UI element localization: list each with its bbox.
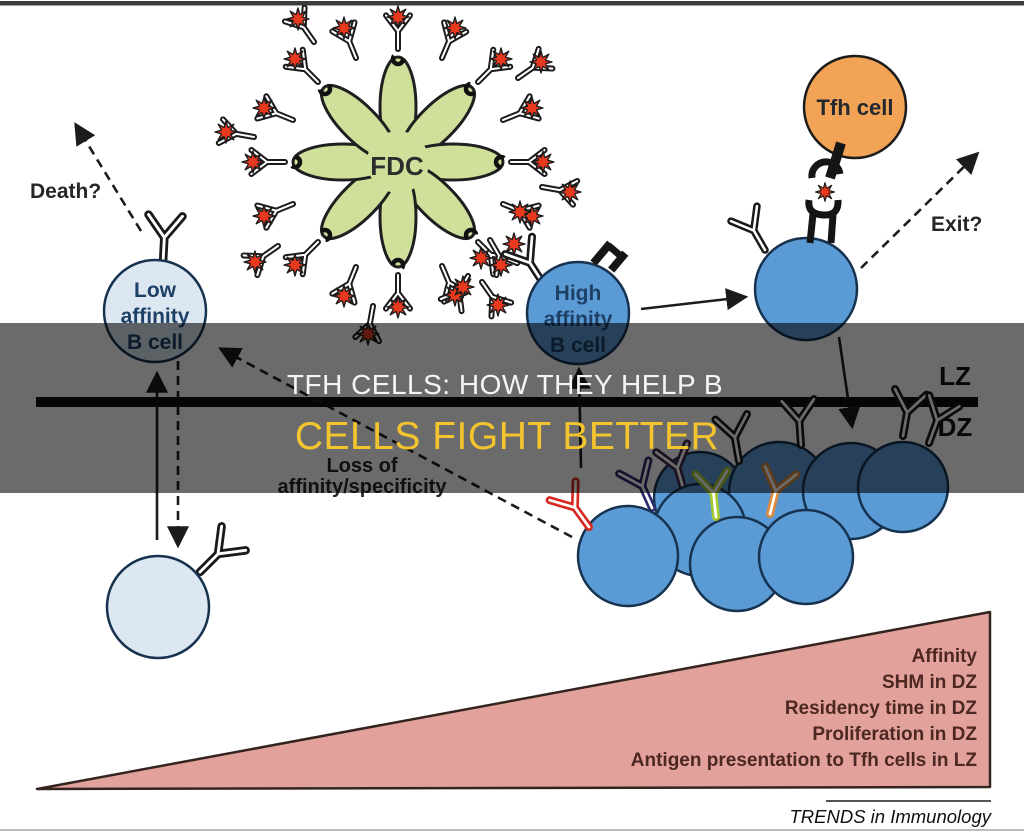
banner-title-line1: TFH CELLS: HOW THEY HELP B (287, 369, 723, 400)
recycled-b-cell (105, 554, 211, 660)
exit-label: Exit? (931, 213, 982, 236)
bottom-border-line (0, 829, 1024, 831)
death-label: Death? (30, 180, 101, 203)
fdc-cell: FDC (287, 51, 509, 273)
low-affinity-label-1: Low (134, 279, 177, 302)
tfh-cell-label: Tfh cell (816, 95, 893, 120)
title-overlay-band (0, 323, 1024, 493)
fdc-body (367, 131, 429, 193)
death-arrow (74, 122, 143, 232)
exit-arrow (860, 151, 980, 269)
banner-title-line2: CELLS FIGHT BETTER (295, 415, 719, 458)
tfh-cell (802, 54, 908, 160)
ramp-item-shm: SHM in DZ (882, 672, 977, 693)
ramp-item-residency: Residency time in DZ (785, 698, 978, 719)
ramp-item-affinity: Affinity (912, 646, 978, 667)
journal-credit: TRENDS in Immunology (789, 806, 992, 827)
selection-arrow (640, 288, 749, 311)
antibody-icon (731, 206, 778, 257)
tcr-antigen-complex-icon (805, 141, 846, 244)
antibody-icon (146, 215, 182, 264)
high-affinity-label-1: High (555, 282, 602, 305)
fdc-label: FDC (370, 151, 424, 181)
ramp-item-proliferation: Proliferation in DZ (812, 724, 977, 745)
mhc-receptor-icon (590, 240, 629, 273)
ramp-item-antigen-presentation: Antigen presentation to Tfh cells in LZ (631, 750, 978, 771)
low-affinity-label-2: affinity (121, 305, 190, 328)
gradient-ramp-triangle (35, 610, 992, 791)
top-border-bar (0, 1, 1024, 6)
